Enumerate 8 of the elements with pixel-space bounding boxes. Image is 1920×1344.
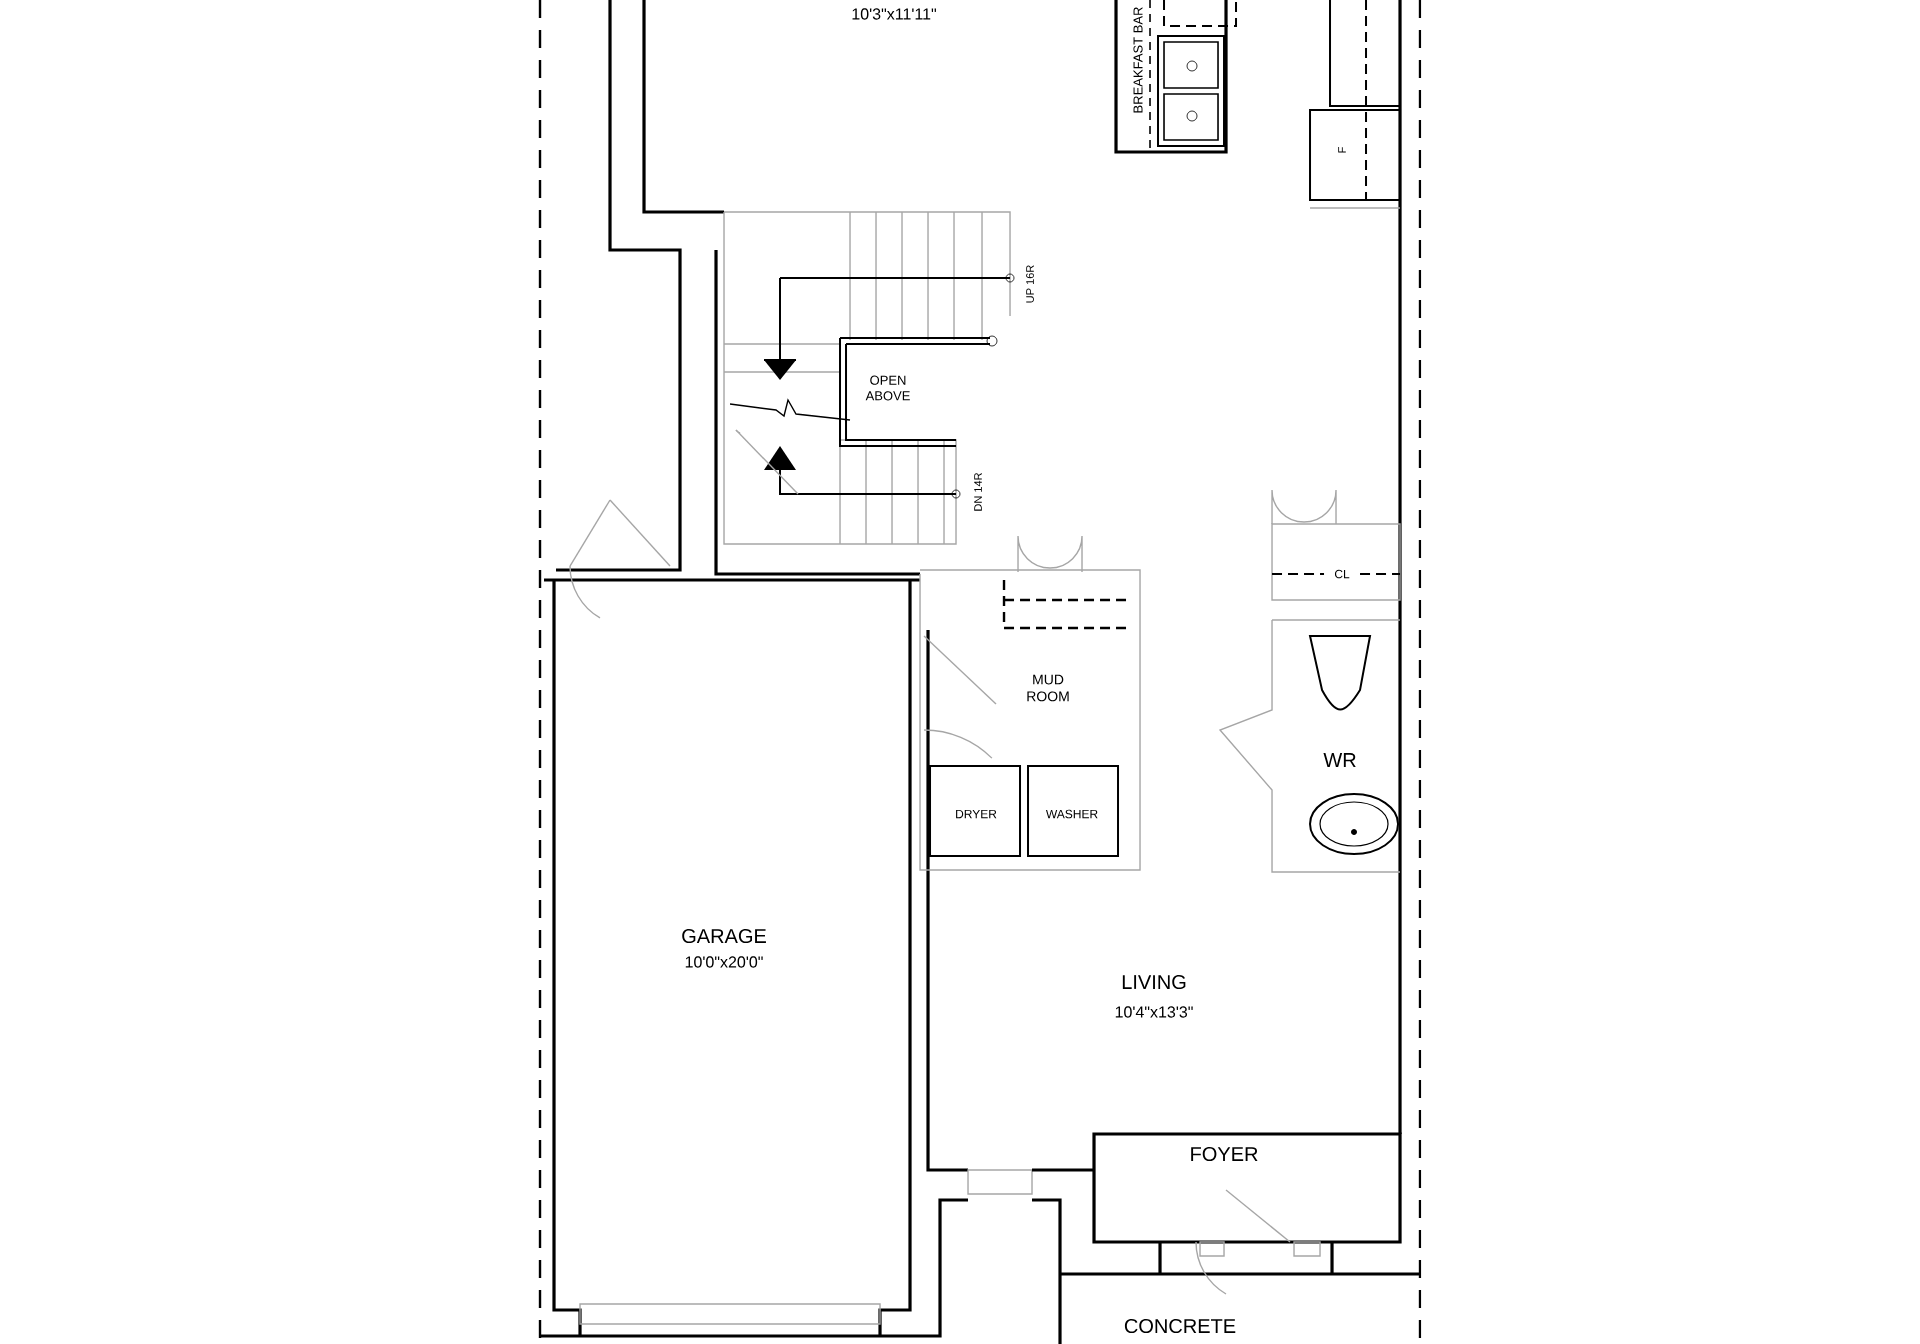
room-label: LIVING xyxy=(1122,974,1186,990)
dimension-text: 10'4"x13'3" xyxy=(1115,1006,1193,1018)
dimension-text: 10'3"x11'11" xyxy=(852,8,936,20)
room-label: GARAGE xyxy=(682,928,766,944)
room-label: WR xyxy=(1323,753,1356,767)
room-label: CONCRETE xyxy=(1124,1318,1236,1334)
dimension-text: 10'0"x20'0" xyxy=(685,956,763,968)
room-label: FOYER xyxy=(1191,1146,1258,1162)
